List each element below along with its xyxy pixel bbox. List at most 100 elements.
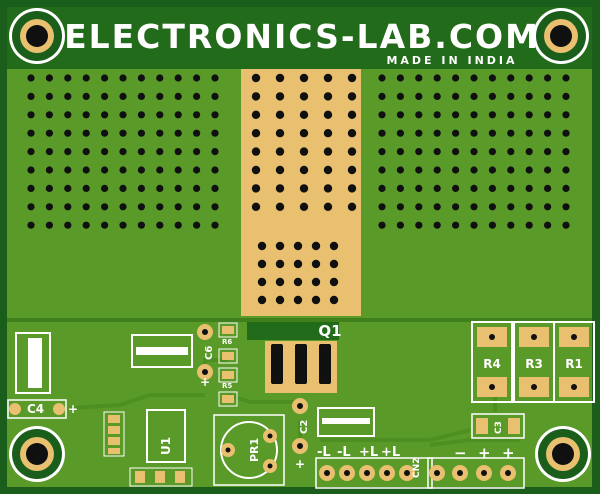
drill-hole bbox=[562, 184, 570, 192]
drill-hole bbox=[82, 74, 90, 82]
drill-hole bbox=[525, 203, 533, 211]
drill-hole bbox=[396, 203, 404, 211]
drill-hole bbox=[275, 295, 285, 305]
drill-hole bbox=[119, 203, 127, 211]
drill-hole bbox=[174, 129, 182, 137]
cn2-label: CN2 bbox=[412, 458, 422, 478]
drill-hole bbox=[275, 165, 285, 175]
drill-hole bbox=[562, 92, 570, 100]
u1-label: U1 bbox=[159, 437, 173, 455]
drill-hole bbox=[27, 203, 35, 211]
drill-hole bbox=[82, 184, 90, 192]
drill-hole bbox=[101, 166, 109, 174]
drill-hole bbox=[433, 221, 441, 229]
prototype-holes-center-lower bbox=[257, 241, 339, 305]
drill-hole bbox=[119, 129, 127, 137]
drill-hole bbox=[470, 203, 478, 211]
drill-hole bbox=[433, 184, 441, 192]
drill-hole bbox=[193, 111, 201, 119]
drill-hole bbox=[27, 111, 35, 119]
drill-hole bbox=[174, 166, 182, 174]
drill-hole bbox=[257, 277, 267, 287]
drill-hole bbox=[174, 184, 182, 192]
mounting-hole-top-left bbox=[9, 8, 65, 64]
drill-hole bbox=[415, 166, 423, 174]
prototype-copper-area bbox=[241, 69, 361, 316]
c4-label: C4 bbox=[27, 402, 44, 416]
r4-resistor: R4 bbox=[471, 321, 513, 403]
c6-capacitor: C6 + bbox=[197, 324, 215, 389]
r6-resistor: R6 bbox=[218, 322, 238, 364]
drill-hole bbox=[257, 241, 267, 251]
drill-hole bbox=[101, 148, 109, 156]
drill-hole bbox=[415, 203, 423, 211]
drill-hole bbox=[347, 184, 357, 193]
drill-hole bbox=[174, 148, 182, 156]
prototype-holes-left bbox=[27, 74, 219, 229]
drill-hole bbox=[193, 221, 201, 229]
drill-hole bbox=[251, 92, 261, 101]
drill-hole bbox=[211, 203, 219, 211]
drill-hole bbox=[119, 166, 127, 174]
drill-hole bbox=[378, 92, 386, 100]
drill-hole bbox=[101, 129, 109, 137]
mounting-hole-bottom-left bbox=[9, 426, 65, 482]
r6-label: R6 bbox=[222, 338, 232, 346]
drill-hole bbox=[27, 129, 35, 137]
drill-hole bbox=[275, 73, 285, 83]
drill-hole bbox=[82, 203, 90, 211]
drill-hole bbox=[101, 203, 109, 211]
drill-hole bbox=[415, 221, 423, 229]
drill-hole bbox=[488, 184, 496, 192]
drill-hole bbox=[82, 129, 90, 137]
drill-hole bbox=[562, 221, 570, 229]
drill-hole bbox=[45, 221, 54, 229]
drill-hole bbox=[347, 92, 357, 101]
drill-hole bbox=[452, 92, 460, 100]
drill-hole bbox=[562, 129, 570, 137]
drill-hole bbox=[470, 74, 478, 82]
drill-hole bbox=[488, 74, 496, 82]
drill-hole bbox=[45, 111, 54, 119]
drill-hole bbox=[211, 92, 219, 100]
drill-hole bbox=[299, 165, 309, 175]
drill-hole bbox=[452, 184, 460, 192]
drill-hole bbox=[507, 221, 515, 229]
drill-hole bbox=[293, 241, 303, 251]
drill-hole bbox=[323, 110, 333, 120]
drill-hole bbox=[378, 74, 386, 82]
power-terminal: − + + bbox=[427, 444, 525, 489]
drill-hole bbox=[45, 148, 54, 156]
drill-hole bbox=[211, 221, 219, 229]
drill-hole bbox=[137, 166, 145, 174]
drill-hole bbox=[544, 74, 552, 82]
drill-hole bbox=[193, 129, 201, 137]
drill-hole bbox=[470, 129, 478, 137]
drill-hole bbox=[329, 277, 339, 287]
mounting-hole-bottom-right bbox=[535, 426, 591, 482]
drill-hole bbox=[415, 74, 423, 82]
drill-hole bbox=[193, 166, 201, 174]
drill-hole bbox=[211, 184, 219, 192]
drill-hole bbox=[45, 203, 54, 211]
drill-hole bbox=[347, 73, 357, 83]
c2-label: C2 bbox=[299, 420, 310, 434]
q1-label: Q1 bbox=[318, 322, 341, 340]
smd-footprint-right bbox=[317, 407, 375, 437]
drill-hole bbox=[193, 148, 201, 156]
brand-title: ELECTRONICS-LAB.COM bbox=[64, 17, 540, 56]
c6-plus: + bbox=[200, 375, 210, 389]
drill-hole bbox=[488, 148, 496, 156]
r5-label: R5 bbox=[222, 382, 232, 390]
drill-hole bbox=[311, 277, 321, 287]
drill-hole bbox=[323, 165, 333, 175]
cn2-pin-label-1: -L bbox=[317, 445, 331, 460]
drill-hole bbox=[156, 148, 164, 156]
drill-hole bbox=[119, 184, 127, 192]
drill-hole bbox=[507, 203, 515, 211]
drill-hole bbox=[323, 129, 333, 138]
drill-hole bbox=[378, 166, 386, 174]
drill-hole bbox=[174, 111, 182, 119]
cn2-pin-label-3: +L bbox=[359, 445, 378, 460]
drill-hole bbox=[562, 74, 570, 82]
